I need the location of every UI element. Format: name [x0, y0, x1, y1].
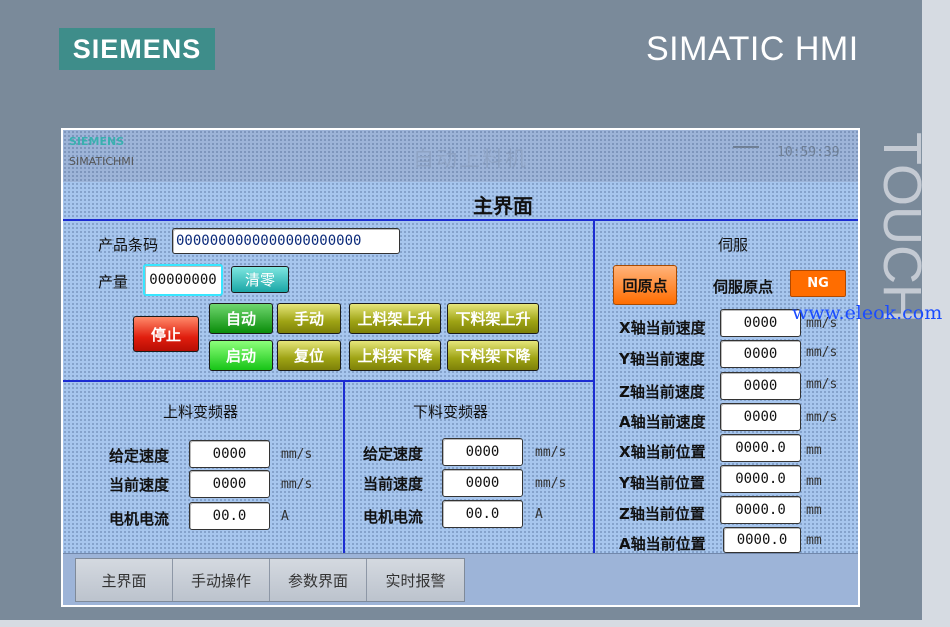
servo-row-value: 0000	[720, 403, 801, 431]
tab-parameters[interactable]: 参数界面	[270, 559, 367, 601]
watermark-url: www.eleok.com	[792, 302, 943, 324]
servo-row-label: X轴当前位置	[619, 443, 706, 461]
lower-rack-up-button[interactable]: 下料架上升	[447, 303, 539, 334]
unload-current-unit: A	[535, 507, 543, 522]
load-set-speed-unit: mm/s	[281, 447, 313, 462]
upper-rack-down-button[interactable]: 上料架下降	[349, 340, 441, 371]
lower-rack-down-button[interactable]: 下料架下降	[447, 340, 539, 371]
unload-cur-speed-field: 0000	[442, 469, 523, 497]
header-siemens-label: SIEMENS	[69, 135, 125, 148]
load-set-speed-label: 给定速度	[109, 447, 170, 465]
clock: 10:59:39	[777, 145, 840, 160]
servo-row-unit: mm/s	[806, 410, 838, 425]
load-cur-speed-field: 0000	[189, 470, 270, 498]
hmi-screen: SIEMENS SIMATICHMI 自动上料机 10:59:39 主界面 产品…	[61, 128, 860, 607]
unload-cur-speed-label: 当前速度	[363, 475, 424, 493]
header-product-label: SIMATICHMI	[69, 155, 135, 168]
nav-tab-group: 主界面 手动操作 参数界面 实时报警	[75, 558, 465, 602]
servo-row-value: 0000	[720, 340, 801, 368]
home-button[interactable]: 回原点	[613, 265, 677, 305]
load-cur-speed-unit: mm/s	[281, 477, 313, 492]
tab-main[interactable]: 主界面	[76, 559, 173, 601]
servo-row-label: A轴当前位置	[619, 535, 706, 553]
count-label: 产量	[98, 273, 129, 291]
servo-row-value: 0000.0	[720, 434, 801, 462]
servo-row-unit: mm	[806, 474, 822, 489]
divider-vfd	[63, 380, 593, 382]
barcode-label: 产品条码	[98, 236, 159, 254]
load-current-field: 00.0	[189, 502, 270, 530]
servo-row-label: Z轴当前速度	[619, 383, 705, 401]
unload-current-label: 电机电流	[363, 508, 424, 526]
servo-row-label: Y轴当前速度	[619, 350, 705, 368]
load-set-speed-field[interactable]: 0000	[189, 440, 270, 468]
manual-button[interactable]: 手动	[277, 303, 341, 334]
servo-row-value: 0000.0	[720, 496, 801, 524]
servo-row-unit: mm/s	[806, 377, 838, 392]
load-cur-speed-label: 当前速度	[109, 476, 170, 494]
load-current-unit: A	[281, 509, 289, 524]
unload-set-speed-label: 给定速度	[363, 445, 424, 463]
machine-title: 自动上料机	[413, 147, 528, 171]
servo-row-label: X轴当前速度	[619, 319, 706, 337]
divider-top	[63, 219, 858, 221]
tab-manual[interactable]: 手动操作	[173, 559, 270, 601]
unload-vfd-title: 下料变频器	[413, 403, 489, 421]
load-vfd-title: 上料变频器	[163, 403, 239, 421]
servo-row-value: 0000.0	[723, 527, 801, 553]
bezel-right-edge	[922, 0, 950, 627]
touch-label: TOUCH	[872, 132, 932, 324]
auto-button[interactable]: 自动	[209, 303, 273, 334]
header-dash	[733, 146, 759, 148]
servo-row-unit: mm/s	[806, 316, 838, 331]
barcode-field[interactable]: 0000000000000000000000	[172, 228, 400, 254]
servo-row-label: Y轴当前位置	[619, 474, 705, 492]
bottom-nav: 主界面 手动操作 参数界面 实时报警	[63, 553, 858, 605]
divider-vfd-middle	[343, 380, 345, 553]
unload-current-field: 00.0	[442, 500, 523, 528]
servo-row-unit: mm	[806, 503, 822, 518]
siemens-logo: SIEMENS	[59, 28, 215, 70]
unload-set-speed-unit: mm/s	[535, 445, 567, 460]
unload-set-speed-field[interactable]: 0000	[442, 438, 523, 466]
servo-home-label: 伺服原点	[713, 278, 774, 296]
bezel-bottom-edge	[0, 620, 950, 627]
screen-header: SIEMENS SIMATICHMI 自动上料机 10:59:39	[63, 130, 858, 182]
servo-row-unit: mm	[806, 443, 822, 458]
load-current-label: 电机电流	[109, 510, 170, 528]
servo-row-label: Z轴当前位置	[619, 505, 705, 523]
servo-title: 伺服	[718, 236, 749, 254]
count-field[interactable]: 00000000	[143, 264, 223, 296]
servo-row-value: 0000	[720, 309, 801, 337]
start-button[interactable]: 启动	[209, 340, 273, 371]
servo-home-status: NG	[790, 270, 846, 297]
servo-row-label: A轴当前速度	[619, 413, 706, 431]
simatic-hmi-brand: SIMATIC HMI	[646, 30, 859, 68]
divider-servo	[593, 219, 595, 553]
unload-cur-speed-unit: mm/s	[535, 476, 567, 491]
servo-row-unit: mm/s	[806, 345, 838, 360]
servo-row-value: 0000.0	[720, 465, 801, 493]
clear-button[interactable]: 清零	[231, 266, 289, 293]
reset-button[interactable]: 复位	[277, 340, 341, 371]
servo-row-unit: mm	[806, 533, 822, 548]
page-title: 主界面	[473, 194, 533, 218]
servo-row-value: 0000	[720, 372, 801, 400]
upper-rack-up-button[interactable]: 上料架上升	[349, 303, 441, 334]
tab-alarms[interactable]: 实时报警	[367, 559, 464, 601]
stop-button[interactable]: 停止	[133, 316, 199, 352]
